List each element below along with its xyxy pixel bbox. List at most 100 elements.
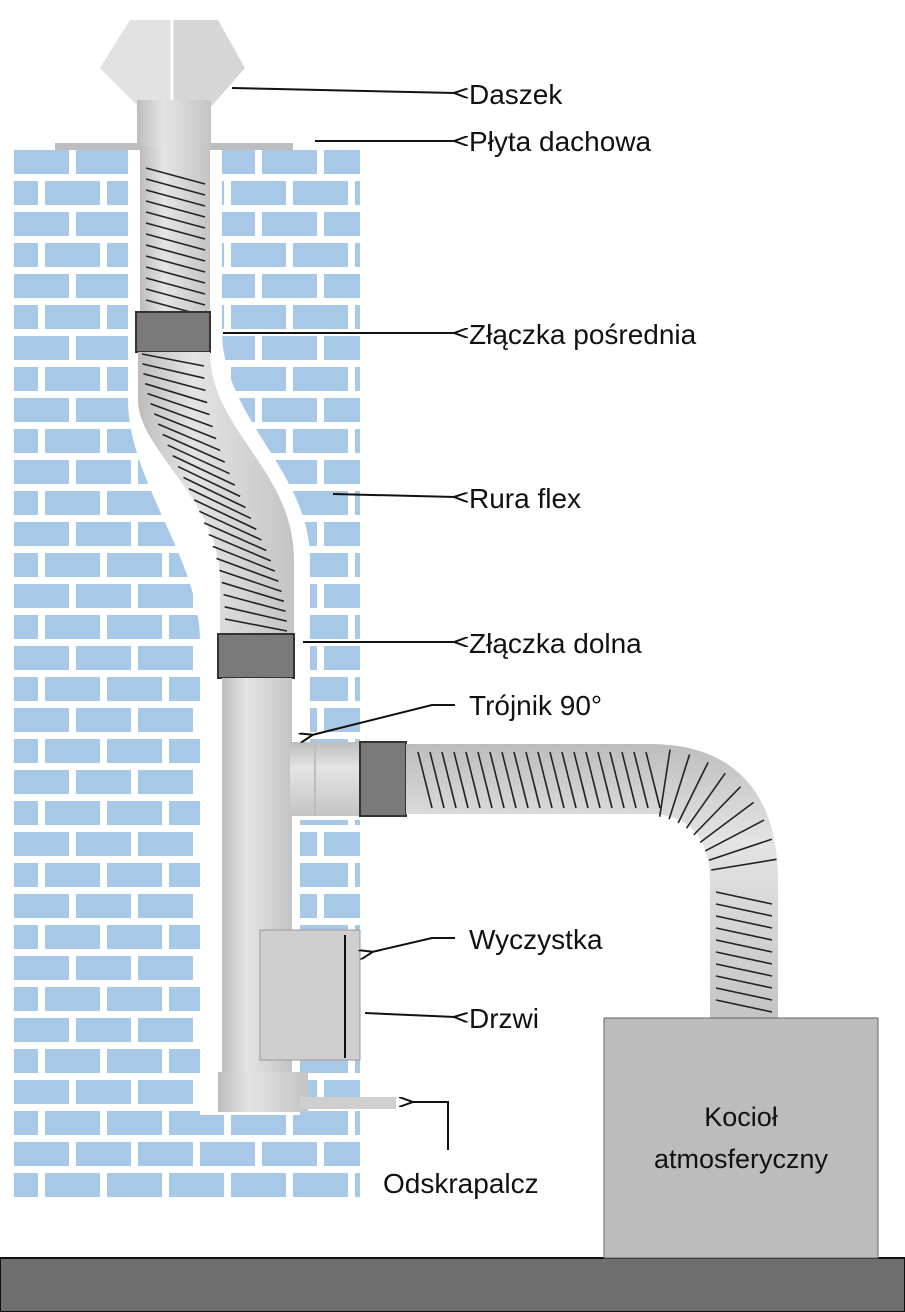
flex-rib <box>193 499 257 530</box>
flex-rib <box>157 423 221 452</box>
flex-rib <box>145 178 206 196</box>
flex-rib <box>715 951 773 965</box>
flex-rib <box>417 751 433 809</box>
flex-rib <box>221 581 285 603</box>
flex-rib <box>715 903 773 917</box>
flex-rib <box>715 987 773 1001</box>
flex-rib <box>715 927 773 941</box>
boiler <box>603 1017 879 1259</box>
flex-rib <box>145 233 206 251</box>
label-odskrapalcz: Odskrapalcz <box>383 1168 539 1199</box>
flex-rib <box>549 751 565 809</box>
flex-rib <box>609 751 625 809</box>
flex-rib <box>188 487 252 520</box>
flex-rib <box>715 975 773 989</box>
label-drzwi: Drzwi <box>469 1003 539 1034</box>
flex-rib <box>715 891 773 905</box>
flex-rib <box>145 277 206 295</box>
flex-rib <box>621 751 637 809</box>
boiler-flex-pipe <box>406 744 778 1020</box>
label-plyta-dachowa: Płyta dachowa <box>469 126 652 157</box>
flex-rib <box>711 858 777 871</box>
arrow-trojnik <box>312 704 455 735</box>
flex-rib <box>219 569 282 593</box>
flex-rib <box>145 255 206 273</box>
flex-rib <box>150 402 213 428</box>
flex-rib <box>645 751 661 809</box>
flex-rib <box>141 353 205 367</box>
flex-rib <box>715 915 773 929</box>
upper-flex-ribs <box>145 167 206 317</box>
flex-rib <box>677 762 709 824</box>
arrow-rura-flex <box>332 494 455 497</box>
flex-rib <box>177 465 241 498</box>
condensate-drain <box>218 1072 308 1112</box>
flex-rib <box>145 211 206 229</box>
intermediate-connector <box>135 311 211 353</box>
flex-rib <box>143 372 206 392</box>
flex-rib <box>489 751 505 809</box>
flex-rib <box>224 618 288 632</box>
flex-rib <box>704 819 765 852</box>
flex-rib <box>633 751 649 809</box>
flex-rib <box>145 189 206 207</box>
cap <box>100 20 245 146</box>
flex-rib <box>145 222 206 240</box>
drain-spout <box>300 1097 396 1109</box>
flex-rib <box>573 751 589 809</box>
flex-rib <box>585 751 601 809</box>
flex-rib <box>525 751 541 809</box>
boiler-label-line1: Kocioł <box>704 1102 778 1132</box>
upper-flex-pipe <box>140 146 210 314</box>
flex-rib <box>501 751 517 809</box>
flex-rib <box>429 751 445 809</box>
flex-rib <box>223 593 286 613</box>
ground <box>0 1257 905 1312</box>
flex-rib <box>441 751 457 809</box>
bottom-connector <box>217 633 295 679</box>
flex-rib <box>477 751 493 809</box>
flex-rib <box>708 838 772 861</box>
side-connector <box>359 741 407 817</box>
flex-rib <box>715 939 773 953</box>
flex-rib <box>453 751 469 809</box>
flex-rib <box>153 413 217 440</box>
flex-rib <box>685 772 726 829</box>
cleanout <box>259 929 361 1061</box>
curved-flex-ribs <box>141 353 288 632</box>
flex-rib <box>699 801 755 844</box>
label-wyczystka: Wyczystka <box>469 924 603 955</box>
leader-lines <box>223 87 455 1150</box>
flex-rib <box>145 244 206 262</box>
flex-rib <box>172 455 236 486</box>
flex-rib <box>162 433 226 463</box>
flex-rib <box>212 545 276 572</box>
flex-rib <box>224 606 287 622</box>
flex-rib <box>145 266 206 284</box>
flex-rib <box>561 751 577 809</box>
arrow-odskrapalcz <box>412 1102 449 1150</box>
flex-rib <box>715 963 773 977</box>
flex-rib <box>145 200 206 218</box>
flex-rib <box>693 786 742 836</box>
label-zlaczka-dolna: Złączka dolna <box>469 628 642 659</box>
flex-rib <box>537 751 553 809</box>
arrow-drzwi <box>364 1013 455 1017</box>
boiler-label-line2: atmosferyczny <box>654 1144 829 1174</box>
flex-rib <box>208 533 272 562</box>
flex-rib <box>183 476 246 509</box>
flex-rib <box>144 382 208 404</box>
flex-rib <box>145 288 206 306</box>
label-trojnik: Trójnik 90° <box>469 690 602 721</box>
flex-rib <box>658 749 671 817</box>
flex-rib <box>597 751 613 809</box>
boiler-flex-ribs <box>417 749 777 1013</box>
flex-rib <box>199 510 262 541</box>
tee-branch <box>290 742 360 816</box>
flex-rib <box>142 363 205 379</box>
arrow-wyczystka <box>372 937 455 952</box>
flex-rib <box>167 444 230 475</box>
label-zlaczka-posrednia: Złączka pośrednia <box>469 319 697 350</box>
flex-rib <box>216 557 279 583</box>
